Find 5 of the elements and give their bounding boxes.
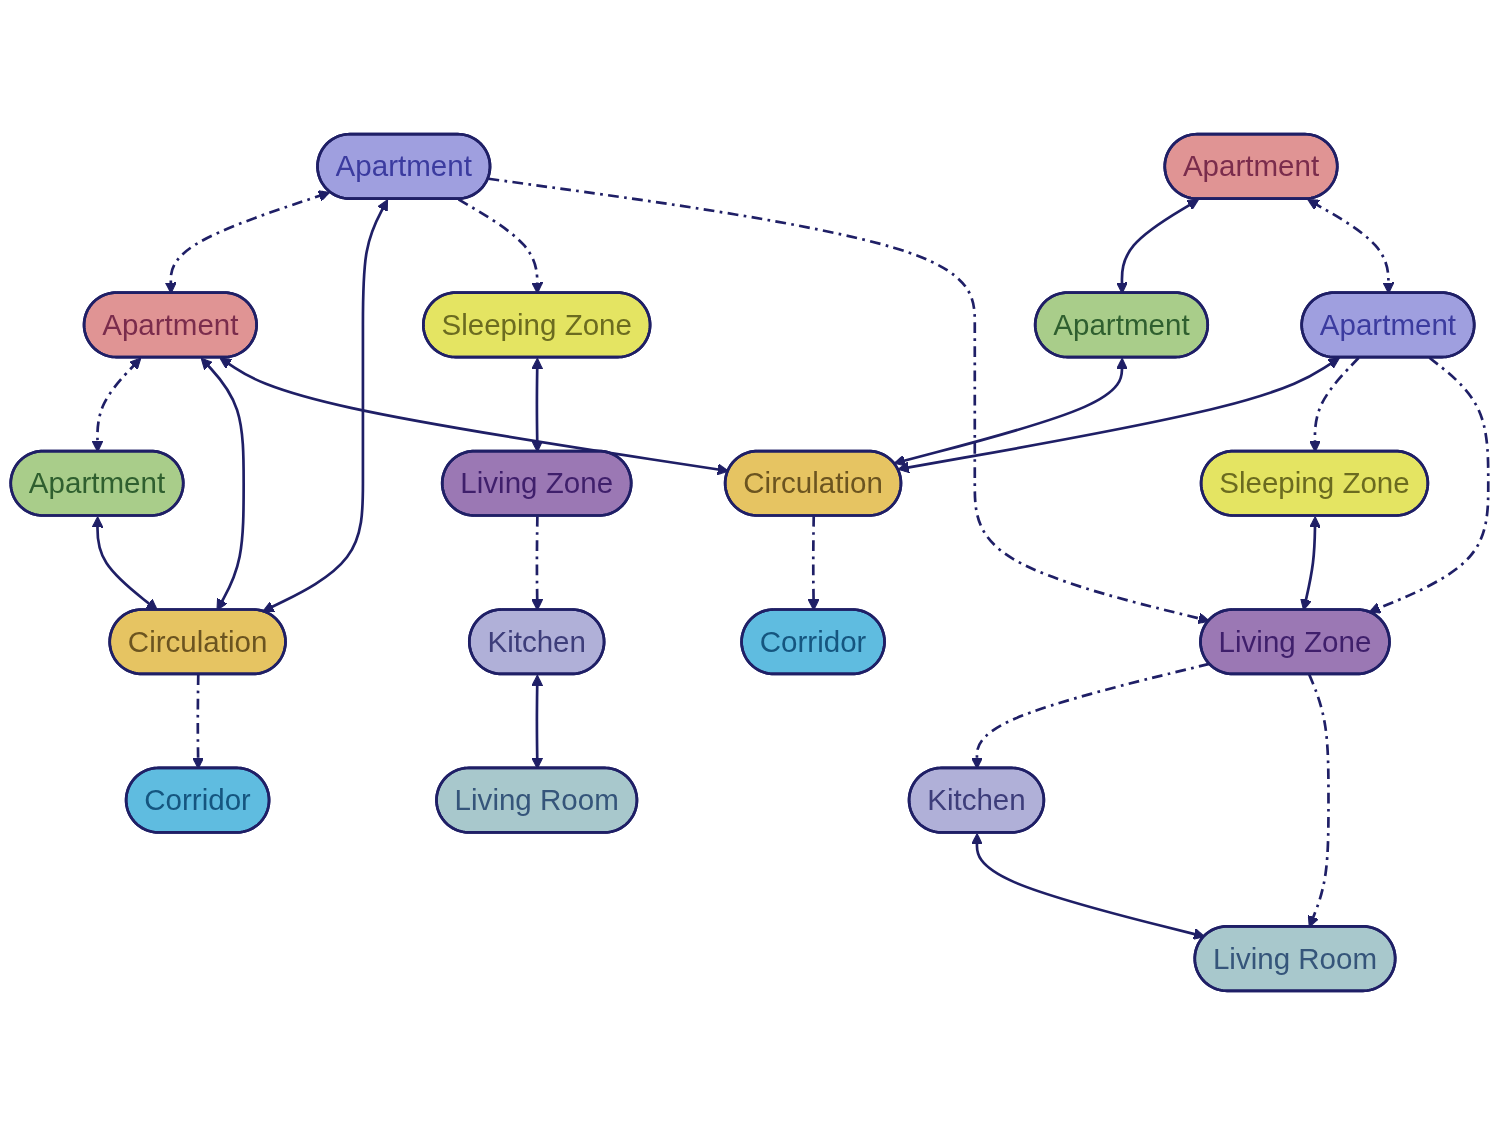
arrow — [488, 177, 1210, 625]
arrow — [897, 357, 1340, 474]
arrow — [971, 833, 1206, 940]
arrow — [262, 199, 389, 613]
arrow — [893, 357, 1128, 467]
